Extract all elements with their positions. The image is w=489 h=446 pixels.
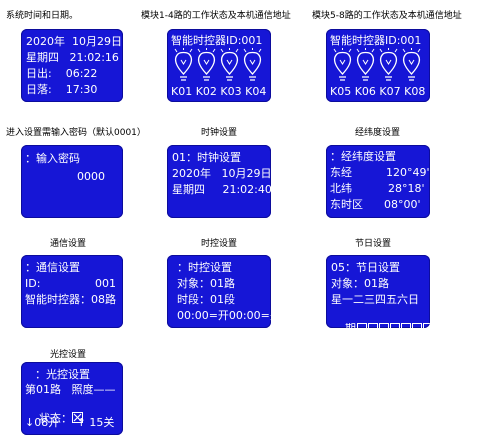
id-value: 001 — [95, 277, 116, 290]
screen-light-control: ：光控设置 第01路 照度—— 状态： ↓08开 ↑ 15关 — [21, 362, 123, 435]
id-label: ID: — [25, 277, 41, 290]
caption-holiday-settings: 节日设置 — [355, 239, 392, 249]
target-line: 对象：01路 — [177, 277, 235, 290]
geo-title: ：经纬度设置 — [330, 150, 396, 163]
clock-date-line: 2020年 10月29日 — [172, 167, 271, 180]
checkbox-icon — [368, 323, 378, 328]
caption-geo-settings: 经纬度设置 — [355, 128, 401, 138]
caption-module-5-8: 模块5-8路的工作状态及本机通信地址 — [312, 11, 462, 21]
controller-id-line: 智能时控器ID:001 — [330, 34, 422, 47]
lamp-icon — [402, 48, 421, 81]
day-row-label: 期 — [345, 322, 356, 328]
caption-password: 进入设置需输入密码（默认0001） — [6, 128, 146, 138]
caption-comm-settings: 通信设置 — [50, 239, 87, 249]
status-label: 状态： — [39, 412, 72, 425]
screen-password: ：输入密码 0000 — [21, 145, 123, 218]
screen-holiday-settings: 05：节日设置 对象：01路 星一二三四五六日 期 — [326, 255, 430, 328]
screen-module-5-8: 智能时控器ID:001 K05 K06 K07 K08 — [326, 29, 430, 102]
channel-labels: K01 K02 K03 K04 — [171, 85, 267, 98]
caption-system-time: 系统时间和日期。 — [6, 11, 79, 21]
checkbox-icon — [401, 323, 411, 328]
timezone-value: 08°00' — [384, 198, 421, 211]
channel-labels: K05 K06 K07 K08 — [330, 85, 426, 98]
weekday-row: 星一二三四五六日 — [331, 293, 419, 306]
on-off-line: 00:00=开00:00=关 — [177, 309, 271, 322]
lamp-icon — [356, 48, 375, 81]
sunset-line: 日落: 17:30 — [26, 83, 98, 96]
screen-module-1-4: 智能时控器ID:001 K01 K02 K03 K04 — [167, 29, 271, 102]
caption-light-control: 光控设置 — [50, 350, 87, 360]
lamp-icon — [197, 48, 216, 81]
checkbox-icon — [423, 323, 430, 328]
screen-clock-settings: 01：时钟设置 2020年 10月29日 星期四 21:02:40 — [167, 145, 271, 218]
clock-title: 01：时钟设置 — [172, 151, 241, 164]
x-box-icon — [72, 412, 83, 423]
latitude-label: 北纬 — [330, 182, 352, 195]
period-line: 时段：01段 — [177, 293, 235, 306]
lamp-icon — [174, 48, 193, 81]
longitude-label: 东经 — [330, 166, 352, 179]
longitude-value: 120°49' — [386, 166, 430, 179]
comm-title: ：通信设置 — [25, 261, 80, 274]
on-off-threshold-line: ↓08开 ↑ 15关 — [25, 416, 115, 429]
lamp-icon — [333, 48, 352, 81]
holiday-target-line: 对象：01路 — [331, 277, 389, 290]
screen-time-control: ：时控设置 对象：01路 时段：01段 00:00=开00:00=关 — [167, 255, 271, 328]
clock-time-line: 星期四 21:02:40 — [172, 183, 271, 196]
channel-illuminance-line: 第01路 照度—— — [25, 383, 116, 396]
lamp-row — [174, 48, 262, 81]
checkbox-icon — [412, 323, 422, 328]
screen-comm-settings: ：通信设置 ID: 001 智能时控器：08路 — [21, 255, 123, 328]
latitude-value: 28°18' — [388, 182, 425, 195]
caption-time-control: 时控设置 — [201, 239, 238, 249]
controller-id-line: 智能时控器ID:001 — [171, 34, 263, 47]
date-line: 2020年 10月29日 — [26, 35, 122, 48]
checkbox-icon — [379, 323, 389, 328]
screen-system-time: 2020年 10月29日 星期四 21:02:16 日出: 06:22 日落: … — [21, 29, 123, 102]
sunrise-line: 日出: 06:22 — [26, 67, 98, 80]
light-title: ：光控设置 — [35, 368, 90, 381]
day-checkbox-row: 期 — [331, 309, 430, 328]
timectl-title: ：时控设置 — [177, 261, 232, 274]
caption-module-1-4: 模块1-4路的工作状态及本机通信地址 — [141, 11, 291, 21]
lamp-row — [333, 48, 421, 81]
lamp-icon — [220, 48, 239, 81]
checkbox-icon — [357, 323, 367, 328]
checkbox-icon — [390, 323, 400, 328]
password-value: 0000 — [77, 170, 105, 183]
controller-channels-line: 智能时控器：08路 — [25, 293, 116, 306]
screen-geo-settings: ：经纬度设置 东经 120°49' 北纬 28°18' 东时区 08°00' — [326, 145, 430, 218]
lamp-icon — [379, 48, 398, 81]
weekday-time-line: 星期四 21:02:16 — [26, 51, 119, 64]
caption-clock-settings: 时钟设置 — [201, 128, 238, 138]
lamp-icon — [243, 48, 262, 81]
timezone-label: 东时区 — [330, 198, 363, 211]
holiday-title: 05：节日设置 — [331, 261, 400, 274]
password-prompt: ：输入密码 — [25, 152, 80, 165]
status-line: 状态： — [25, 399, 83, 435]
